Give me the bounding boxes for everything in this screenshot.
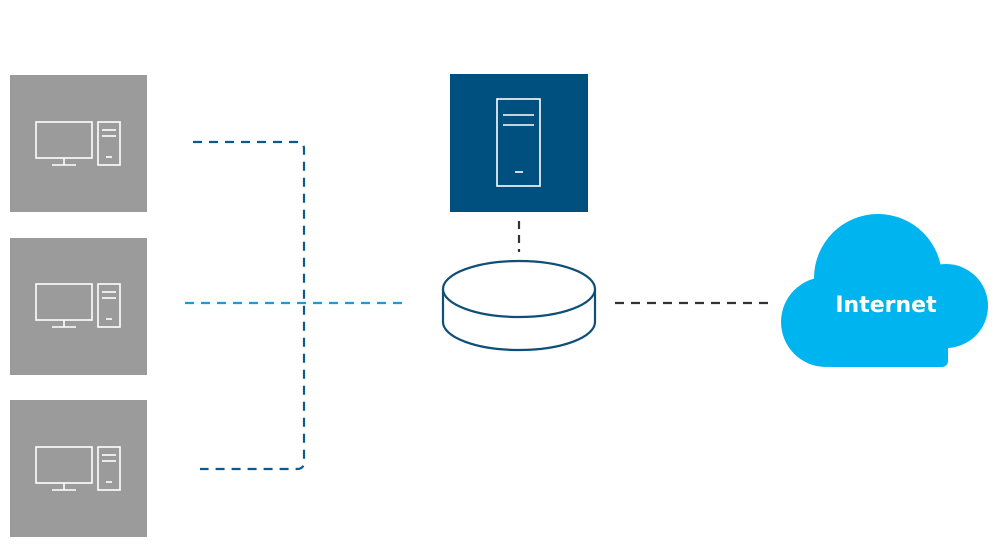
cloud-label: Internet (835, 293, 937, 318)
workstation-tile (10, 238, 147, 375)
server-tile (450, 74, 588, 212)
workstation-connections (185, 140, 408, 471)
workstation-2 (10, 238, 147, 375)
connection-line-1 (193, 140, 306, 471)
desktop-computer-icon (35, 446, 121, 491)
workstation-tile (10, 75, 147, 212)
server-tower-icon (496, 98, 541, 187)
workstation-1 (10, 75, 147, 212)
internet-cloud: Internet (781, 214, 988, 367)
cloud-icon (781, 214, 988, 367)
desktop-computer-icon (35, 283, 121, 328)
workstation-3 (10, 400, 147, 537)
desktop-computer-icon (35, 121, 121, 166)
server (450, 74, 588, 212)
workstation-tile (10, 400, 147, 537)
network-switch-icon (441, 259, 597, 352)
